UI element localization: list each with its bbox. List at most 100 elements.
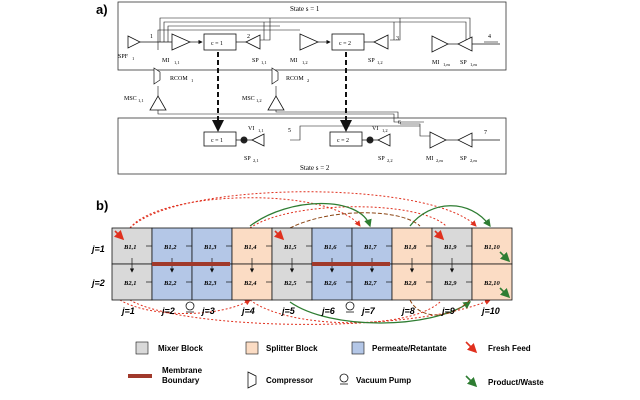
- rcom-2-unit: RCOM 2: [271, 67, 309, 85]
- c1-bot-label: c = 1: [211, 138, 223, 144]
- column-label: j=2: [161, 306, 175, 316]
- mi-1-n-sub: 1,m: [443, 62, 450, 68]
- vi-1-1-unit: VI 1,1: [236, 126, 265, 147]
- column-label: j=4: [241, 306, 255, 316]
- sp-2-1-sub: 2,1: [253, 158, 259, 164]
- mi-1-1-label: MI: [162, 58, 169, 64]
- stream-3: 3: [396, 36, 399, 42]
- block-label: B2,4: [243, 280, 257, 287]
- vacuum-pump-icon: [185, 301, 195, 313]
- state-1-label: State s = 1: [290, 5, 320, 13]
- msc-1-2-sub: 1,2: [256, 98, 262, 104]
- sp-2-2-label: SP: [378, 156, 385, 162]
- stream-6: 6: [398, 120, 401, 126]
- vi-1-2-unit: VI 1,2: [362, 126, 391, 147]
- msc-1-2-label: MSC: [242, 96, 255, 102]
- c2-bot-label: c = 2: [337, 138, 349, 144]
- vacuum-pump-icon: [339, 373, 349, 385]
- column-label: j=9: [441, 306, 455, 316]
- mi-1-2-unit: MI 1,2: [290, 33, 319, 66]
- product-arrow-icon: [499, 287, 511, 299]
- row-label-1: j=1: [91, 244, 105, 254]
- column-label: j=3: [201, 306, 215, 316]
- panel-b-label: b): [96, 198, 108, 213]
- block-label: B2,3: [203, 280, 217, 287]
- vi-1-1-sub: 1,1: [258, 128, 264, 134]
- sp-1-n-unit: SP 1,m: [457, 36, 477, 68]
- legend: Mixer Block Splitter Block Permeate/Reta…: [128, 341, 544, 389]
- block-label: B1,6: [323, 244, 337, 251]
- legend-membrane-label-1: Membrane: [162, 366, 203, 375]
- column-label: j=1: [121, 306, 135, 316]
- column-label: j=6: [321, 306, 336, 316]
- block-label: B1,9: [443, 244, 457, 251]
- mi-1-n-label: MI: [432, 60, 439, 66]
- sp-2-n-sub: 2,m: [470, 158, 477, 164]
- sp-2-2-unit: SP 2,2: [378, 156, 393, 164]
- legend-fresh-feed-label: Fresh Feed: [488, 344, 531, 353]
- fresh-feed-arrow-icon: [465, 341, 478, 354]
- legend-permeate-swatch: [351, 341, 365, 355]
- mi-1-2-label: MI: [290, 58, 297, 64]
- fresh-feed-arrow-icon: [273, 229, 285, 241]
- compressor-icon: [247, 371, 257, 389]
- rcom-1-label: RCOM: [170, 76, 188, 82]
- vi-1-1-label: VI: [248, 126, 254, 132]
- panel-a-label: a): [96, 2, 108, 17]
- legend-mixer-label: Mixer Block: [158, 344, 203, 353]
- legend-product-label: Product/Waste: [488, 378, 544, 387]
- fresh-feed-arrow-icon: [113, 229, 125, 241]
- legend-vacuum-pump-label: Vacuum Pump: [356, 376, 411, 385]
- column-label: j=10: [481, 306, 500, 316]
- sp-1-1-sub: 1,1: [261, 60, 267, 66]
- mi-2-n-label: MI: [426, 156, 433, 162]
- vacuum-pump-icon: [345, 301, 355, 313]
- stream-5: 5: [288, 128, 291, 134]
- vi-1-2-label: VI: [372, 126, 378, 132]
- legend-compressor-label: Compressor: [266, 376, 313, 385]
- row-label-2: j=2: [91, 278, 105, 288]
- block-label: B2,1: [123, 280, 136, 287]
- legend-permeate-label: Permeate/Retantate: [372, 344, 447, 353]
- rcom-1-sub: 1: [191, 78, 193, 83]
- mi-2-n-unit: MI 2,m: [426, 131, 447, 164]
- block-label: B1,7: [363, 244, 377, 251]
- sp-2-2-sub: 2,2: [387, 158, 393, 164]
- c2-top-label: c = 2: [339, 41, 351, 47]
- rcom-1-unit: RCOM 1: [153, 67, 193, 85]
- block-label: B2,9: [443, 280, 457, 287]
- mi-1-2-sub: 1,2: [302, 60, 308, 66]
- block-label: B1,2: [163, 244, 177, 251]
- state-1-network: [157, 17, 498, 50]
- sp-2-n-label: SP: [460, 156, 467, 162]
- state-1-box: [117, 1, 507, 71]
- membrane-boundary-1: [152, 262, 230, 266]
- c1-bot-box: [203, 131, 237, 147]
- column-label: j=8: [401, 306, 415, 316]
- msc-1-1-unit: MSC 1,1: [124, 95, 167, 111]
- rcom-2-label: RCOM: [286, 76, 304, 82]
- fresh-feed-arrow-icon: [433, 229, 445, 241]
- mi-1-1-sub: 1,1: [174, 60, 180, 66]
- msc-1-2-unit: MSC 1,2: [242, 95, 285, 111]
- block-label: B2,8: [403, 280, 417, 287]
- legend-mixer-swatch: [135, 341, 149, 355]
- product-arrow-icon: [465, 375, 478, 388]
- block-label: B1,8: [403, 244, 417, 251]
- legend-splitter-swatch: [245, 341, 259, 355]
- product-arrow-icon: [499, 251, 511, 263]
- sp-1-n-label: SP: [460, 60, 467, 66]
- block-label: B1,1: [123, 244, 136, 251]
- legend-membrane-swatch: [128, 374, 152, 378]
- legend-splitter-label: Splitter Block: [266, 344, 318, 353]
- mi-2-n-sub: 2,m: [436, 158, 443, 164]
- block-label: B1,10: [483, 244, 500, 251]
- spf-label: SPF: [118, 54, 129, 60]
- rcom-2-sub: 2: [307, 78, 309, 83]
- sp-1-1-label: SP: [252, 58, 259, 64]
- block-label: B1,3: [203, 244, 217, 251]
- sp-2-1-label: SP: [244, 156, 251, 162]
- spf-1-unit: SPF 1: [118, 35, 141, 61]
